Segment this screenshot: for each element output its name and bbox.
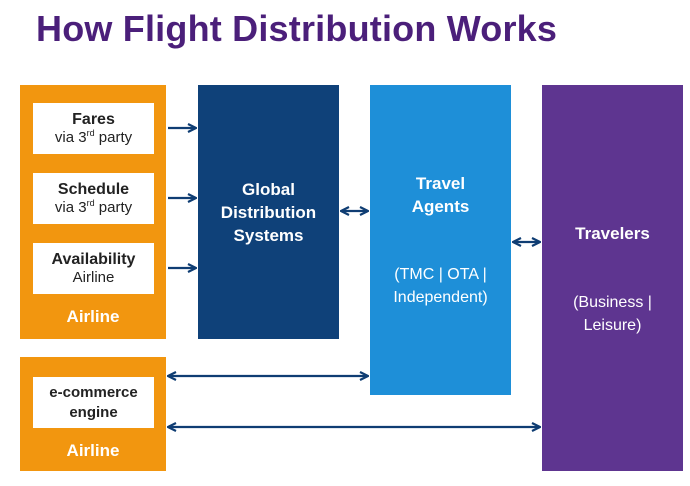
travel-agents-box: Travel Agents (TMC | OTA | Independent) xyxy=(370,85,511,395)
availability-subtitle: Airline xyxy=(72,269,115,286)
travelers-label: Travelers xyxy=(575,224,650,243)
availability-box: Availability Airline xyxy=(33,243,154,294)
gds-label: Global Distribution Systems xyxy=(220,180,317,245)
travel-agents-subtitle: (TMC | OTA | Independent) xyxy=(393,266,488,306)
availability-title: Availability xyxy=(51,251,136,268)
ecommerce-engine-box: e-commerce engine xyxy=(33,377,154,428)
airline-box-top: Fares via 3rd party Schedule via 3rd par… xyxy=(20,85,166,339)
fares-subtitle: via 3rd party xyxy=(54,128,133,147)
gds-box: Global Distribution Systems xyxy=(198,85,339,339)
travel-agents-label: Travel Agents xyxy=(411,174,470,216)
schedule-title: Schedule xyxy=(57,181,130,198)
fares-title: Fares xyxy=(72,111,115,128)
travelers-subtitle: (Business | Leisure) xyxy=(573,294,652,334)
fares-box: Fares via 3rd party xyxy=(33,103,154,154)
page-title: How Flight Distribution Works xyxy=(36,8,558,49)
airline-box-bottom: e-commerce engine Airline xyxy=(20,357,166,471)
travelers-box: Travelers (Business | Leisure) xyxy=(542,85,683,471)
airline-label-top: Airline xyxy=(66,307,120,326)
schedule-subtitle: via 3rd party xyxy=(54,198,133,217)
schedule-box: Schedule via 3rd party xyxy=(33,173,154,224)
airline-label-bottom: Airline xyxy=(66,441,120,460)
